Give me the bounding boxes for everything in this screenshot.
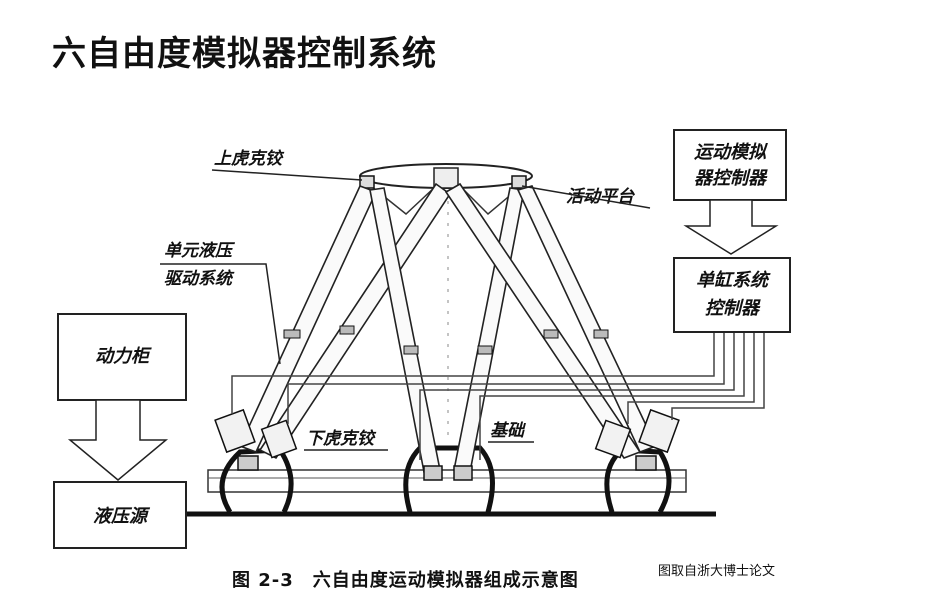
- servo-valve-left-a: [214, 408, 256, 454]
- foundation-label: 基础: [490, 421, 526, 441]
- servo-valve-left-b: [260, 419, 298, 459]
- motion-controller-line1: 运动模拟: [694, 142, 768, 163]
- servo-valves: [214, 408, 680, 459]
- cylinder-controller-line1: 单缸系统: [696, 270, 771, 291]
- lower-hinges: [237, 455, 657, 481]
- motion-controller-box: [673, 129, 787, 201]
- cylinder-collars: [283, 325, 609, 355]
- source-note: 图取自浙大博士论文: [658, 564, 776, 579]
- upper-hinge-right: [511, 175, 527, 189]
- motion-controller-line2: 器控制器: [694, 168, 768, 189]
- power-cabinet-label: 动力柜: [95, 346, 152, 367]
- hydraulic-source-label: 液压源: [93, 506, 151, 527]
- hydraulic-unit-label-line2: 驱动系统: [164, 269, 235, 289]
- arrow-motion-to-cylinder: [683, 199, 779, 255]
- figure-caption: 图 2-3 六自由度运动模拟器组成示意图: [232, 570, 579, 591]
- base-slab: [207, 469, 687, 493]
- servo-valve-right-a: [594, 419, 632, 459]
- page-title: 六自由度模拟器控制系统: [52, 34, 437, 74]
- cylinder-controller-line2: 控制器: [705, 298, 761, 319]
- upper-hinge-leader: [211, 169, 363, 181]
- hydraulic-unit-leader: [160, 263, 281, 365]
- left-foundation-arch: [219, 447, 294, 514]
- cylinder-controller-box: [673, 257, 791, 333]
- arrow-power-to-source: [67, 399, 169, 481]
- signal-wires: [231, 332, 765, 460]
- servo-valve-right-b: [638, 408, 680, 454]
- power-cabinet-box: [57, 313, 187, 401]
- upper-hinge-label: 上虎克铰: [214, 149, 285, 169]
- moving-platform-leader: [521, 185, 651, 209]
- platform-center-block: [433, 167, 459, 189]
- center-foundation-arch: [403, 445, 495, 513]
- leg-2: [258, 182, 452, 460]
- hydraulic-unit-label-line1: 单元液压: [164, 241, 236, 261]
- hydraulic-source-box: [53, 481, 187, 549]
- actuator-legs: [238, 182, 658, 473]
- lower-hinge-label: 下虎克铰: [306, 429, 377, 449]
